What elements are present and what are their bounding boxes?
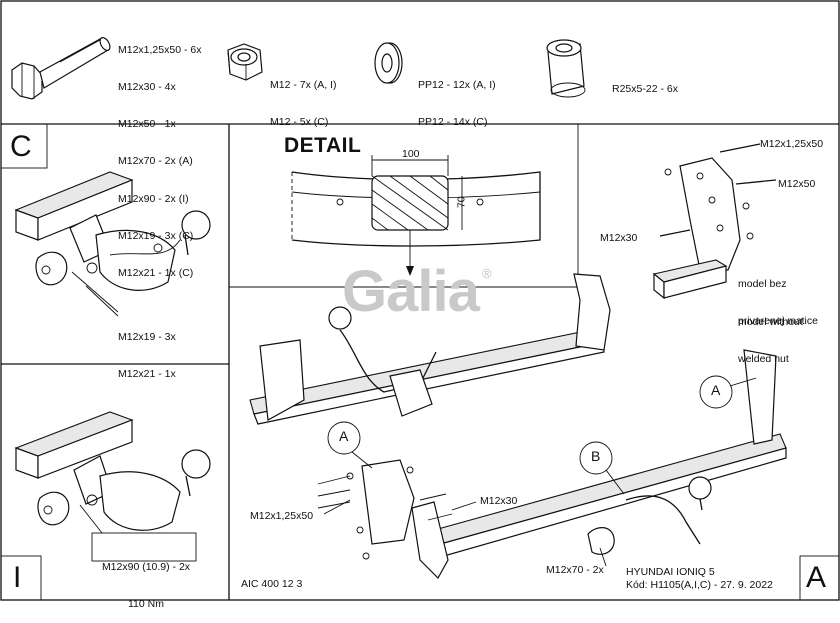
side-bolt-left-label: M12x30: [600, 232, 638, 244]
bolt-spec: M12x50 - 1x: [118, 118, 176, 131]
hitch-illustration-i: [14, 411, 211, 562]
bolt-spec: M12x30 - 4x: [118, 81, 176, 94]
main-bolt-label-c: M12x70 - 2x: [546, 564, 604, 576]
note-line: model without: [738, 315, 803, 328]
detail-height-dimension: 70: [455, 196, 468, 209]
galia-logo: Galia: [342, 259, 480, 324]
panel-i-bolt-label: M12x90 (10.9) - 2x: [101, 560, 191, 573]
detail-title: DETAIL: [284, 134, 362, 157]
product-code: AIC 400 12 3: [241, 578, 303, 590]
torque-label-box: [91, 532, 197, 562]
side-bolt-mid-label: M12x50: [778, 178, 816, 190]
main-corner-letter: A: [806, 561, 827, 594]
washer-list: PP12 - 12x (A, I) PP12 - 14x (C): [418, 54, 496, 141]
side-bolt-top-label: M12x1,25x50: [760, 138, 824, 150]
note-english: model without welded nut: [738, 291, 803, 378]
nut-list: M12 - 7x (A, I) M12 - 5x (C): [270, 54, 337, 141]
bolt-spec: M12x70 - 2x (A): [118, 155, 193, 168]
spacer-icon: [546, 39, 586, 98]
spacer-list: R25x5-22 - 6x: [612, 58, 678, 108]
washer-spec: PP12 - 12x (A, I): [418, 78, 496, 91]
side-bracket-drawing: [652, 143, 777, 300]
corner-box-c: [0, 123, 48, 169]
hitch-illustration-c: [14, 171, 211, 317]
callout-a-letter-right: A: [711, 382, 721, 398]
bolt-spec: M12x1,25x50 - 6x: [118, 43, 202, 56]
panel-c-bolt-labels: M12x19 - 3x M12x21 - 1x: [118, 306, 176, 393]
drawing-code-date: Kód: H1105(A,I,C) - 27. 9. 2022: [626, 579, 773, 591]
panel-c-letter: C: [10, 130, 32, 163]
bolt-spec: M12x21 - 1x (C): [118, 267, 194, 280]
washer-icon: [374, 42, 403, 84]
callout-a-letter: A: [339, 428, 349, 444]
panel-c-bolt-label: M12x19 - 3x: [118, 330, 176, 343]
registered-mark: ®: [482, 266, 492, 281]
panel-i-torque-label: 110 Nm: [128, 598, 164, 611]
main-bolt-label-b: M12x30: [480, 495, 518, 507]
drawing-linework: [0, 0, 840, 601]
main-assembly-drawing: [249, 273, 787, 579]
note-line: welded nut: [738, 353, 789, 366]
main-bolt-label-a: M12x1,25x50: [250, 510, 314, 522]
panel-i-letter: I: [13, 561, 22, 594]
detail-section-drawing: [291, 155, 541, 276]
corner-box-i: [0, 555, 42, 601]
washer-spec: PP12 - 14x (C): [418, 116, 488, 129]
assembly-drawing-sheet: M12x1,25x50 - 6x M12x30 - 4x M12x50 - 1x…: [0, 0, 840, 610]
note-line: privarenej matice: [738, 315, 818, 328]
bolt-icon: [11, 37, 111, 100]
callout-b-letter: B: [591, 448, 601, 464]
note-line: model bez: [738, 277, 787, 290]
vehicle-name: HYUNDAI IONIQ 5: [626, 566, 715, 578]
bolt-spec: M12x90 - 2x (I): [118, 192, 189, 205]
callout-b-circle: [579, 441, 613, 475]
outer-frame: [0, 0, 840, 601]
panel-c-bolt-label: M12x21 - 1x: [118, 368, 176, 381]
note-slovak: model bez privarenej matice: [738, 253, 818, 340]
bolt-spec: M12x19 - 3x (C): [118, 229, 194, 242]
nut-spec: M12 - 7x (A, I): [270, 78, 337, 91]
corner-box-a: [799, 555, 840, 601]
nut-icon: [227, 43, 263, 81]
callout-a-circle-right: [699, 375, 733, 409]
spacer-spec: R25x5-22 - 6x: [612, 82, 678, 95]
callout-a-circle: [327, 421, 361, 455]
nut-spec: M12 - 5x (C): [270, 116, 329, 129]
panel-i-bolt-labels: M12x90 (10.9) - 2x 110 Nm: [96, 536, 196, 623]
detail-width-dimension: 100: [402, 148, 420, 160]
bolt-list: M12x1,25x50 - 6x M12x30 - 4x M12x50 - 1x…: [118, 19, 201, 292]
